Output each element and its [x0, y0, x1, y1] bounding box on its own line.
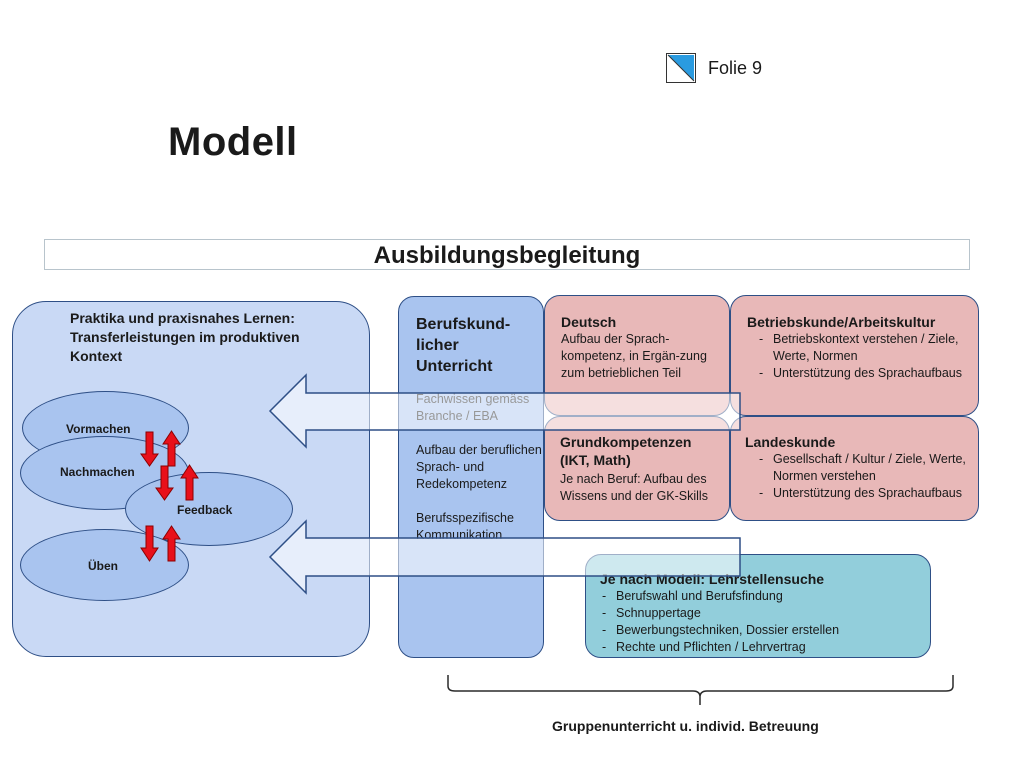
berufskund-panel — [398, 296, 544, 658]
list-item: Rechte und Pflichten / Lehrvertrag — [600, 639, 920, 656]
list-item: Schnuppertage — [600, 605, 920, 622]
berufskund-paragraph: Fachwissen gemäss Branche / EBA — [416, 392, 530, 423]
step-label-ueben: Üben — [88, 559, 118, 573]
step-label-feedback: Feedback — [177, 503, 233, 517]
deutsch-text: Aufbau der Sprach-kompetenz, in Ergän-zu… — [561, 332, 707, 380]
list-item: Unterstützung des Sprachaufbaus — [757, 485, 969, 502]
lehrstellensuche-list: Berufswahl und Berufsfindung Schnupperta… — [600, 588, 920, 656]
berufskund-body: Fachwissen gemäss Branche / EBA Aufbau d… — [416, 391, 542, 561]
berufskund-paragraph: Berufsspezifische Kommunikation — [416, 511, 514, 542]
list-item: Unterstützung des Sprachaufbaus — [757, 365, 969, 382]
grundkompetenzen-title: Grundkompetenzen (IKT, Math) — [560, 434, 692, 468]
banner-ausbildungsbegleitung: Ausbildungsbegleitung — [44, 239, 970, 270]
curly-brace-icon — [447, 675, 954, 705]
list-item: Gesellschaft / Kultur / Ziele, Werte, No… — [757, 451, 969, 485]
deutsch-title: Deutsch — [561, 314, 617, 330]
betriebskunde-list: Betriebskontext verstehen / Ziele, Werte… — [757, 331, 969, 382]
berufskund-title: Berufskund-licher Unterricht — [416, 316, 511, 375]
step-label-nachmachen: Nachmachen — [60, 465, 135, 479]
slide-number: Folie 9 — [708, 58, 763, 78]
grundkompetenzen-text: Je nach Beruf: Aufbau des Wissens und de… — [560, 472, 708, 503]
lehrstellensuche-title: Je nach Modell: Lehrstellensuche — [600, 571, 825, 587]
footer-caption: Gruppenunterricht u. individ. Betreuung — [552, 718, 819, 734]
praxis-heading: Praktika und praxisnahes Lernen: Transfe… — [70, 310, 300, 364]
list-item: Berufswahl und Berufsfindung — [600, 588, 920, 605]
page-title: Modell — [168, 120, 298, 164]
berufskund-paragraph: Aufbau der beruflichen Sprach- und Redek… — [416, 443, 542, 491]
betriebskunde-title: Betriebskunde/Arbeitskultur — [747, 314, 936, 330]
list-item: Bewerbungstechniken, Dossier erstellen — [600, 622, 920, 639]
ellipse-ueben — [20, 529, 189, 601]
landeskunde-list: Gesellschaft / Kultur / Ziele, Werte, No… — [757, 451, 969, 502]
list-item: Betriebskontext verstehen / Ziele, Werte… — [757, 331, 969, 365]
landeskunde-title: Landeskunde — [745, 434, 836, 450]
step-label-vormachen: Vormachen — [66, 422, 131, 436]
canton-logo-icon — [666, 53, 696, 83]
